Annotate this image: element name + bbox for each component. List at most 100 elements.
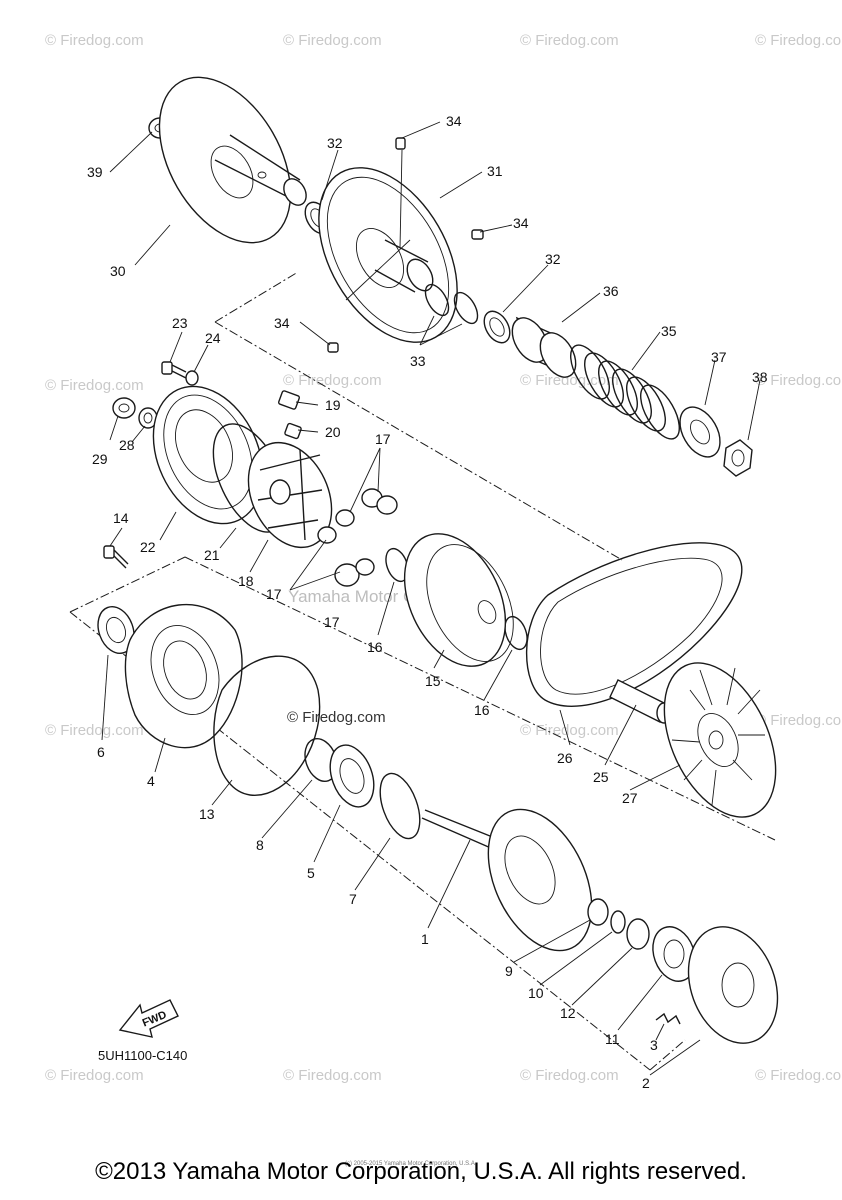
part-29-nut [112,397,136,419]
callout-32: 32 [327,135,343,151]
part-31-sheave [318,167,458,343]
callout-17: 17 [324,614,340,630]
part-2-housing [687,926,779,1044]
watermark: © Firedog.com [45,32,144,49]
callout-14: 14 [113,510,129,526]
callout-17: 17 [375,431,391,447]
part-4-housing [124,603,243,749]
part-35-spring [570,344,680,440]
callout-27: 27 [622,790,638,806]
callout-11: 11 [605,1031,620,1047]
callout-6: 6 [97,744,105,760]
callout-37: 37 [711,349,727,365]
callout-18: 18 [238,573,254,589]
part-9-bearing [587,898,609,926]
part-38-nut [723,439,753,477]
callout-34: 34 [513,215,529,231]
part-10-clip [610,910,626,934]
callout-38: 38 [752,369,768,385]
callout-16: 16 [367,639,383,655]
part-37-washer [679,406,721,458]
callout-17: 17 [266,586,282,602]
callout-12: 12 [560,1005,576,1021]
part-14-bolt [103,545,129,569]
part-36-collar [511,316,577,378]
part-32-washer [483,310,511,344]
watermark: © Firedog.com [755,712,842,729]
callout-7: 7 [349,891,357,907]
watermark: © Firedog.com [520,32,619,49]
watermark: © Firedog.com [45,722,144,739]
copyright-notice: ©2013 Yamaha Motor Corporation, U.S.A. A… [95,1158,747,1185]
callout-15: 15 [425,673,441,689]
callout-10: 10 [528,985,544,1001]
watermark: © Firedog.com [755,32,842,49]
watermark: © Firedog.com [520,1067,619,1084]
part-3-spring [655,1012,681,1025]
part-23-bolt [161,361,187,379]
fwd-arrow-icon: FWD [118,999,179,1038]
part-25-collar [609,679,672,724]
part-17-weights [317,488,398,587]
watermarks: © Firedog.com © Firedog.com © Firedog.co… [45,32,842,1084]
callout-31: 31 [487,163,503,179]
part-34-pins [327,137,484,353]
part-33-oring [424,283,450,317]
callout-22: 22 [140,539,156,555]
watermark: © Firedog.com [520,372,619,389]
callout-32: 32 [545,251,561,267]
part-5-bearing [329,744,375,808]
part-19-slider [278,390,300,410]
watermark: © Firedog.com [287,709,386,726]
callout-25: 25 [593,769,609,785]
part-26-belt [525,542,743,707]
callout-34: 34 [446,113,462,129]
watermark: © Firedog.com [283,1067,382,1084]
callout-24: 24 [205,330,221,346]
callout-1: 1 [421,931,429,947]
part-30-sheave [158,76,307,244]
callout-3: 3 [650,1037,658,1053]
watermark: © Firedog.com [520,722,619,739]
part-24-washer [185,370,199,386]
callout-35: 35 [661,323,677,339]
callout-16: 16 [474,702,490,718]
part-7-circlip [379,772,421,840]
callout-39: 39 [87,164,103,180]
part-18-cam [247,441,333,549]
part-27-fan [663,662,777,818]
diagram-code: 5UH1100-C140 [98,1048,188,1063]
watermark: © Firedog.com [755,372,842,389]
part-12-collar [626,918,650,950]
callout-2: 2 [642,1075,650,1091]
callout-36: 36 [603,283,619,299]
callout-21: 21 [204,547,220,563]
callout-28: 28 [119,437,135,453]
small-copyright: (c) 2005-2015 Yamaha Motor Corporation, … [345,1161,477,1167]
callout-9: 9 [505,963,513,979]
part-20-slider [284,422,302,440]
callout-29: 29 [92,451,108,467]
callouts: 1 2 3 4 5 6 7 8 9 10 11 12 13 14 15 16 1… [87,113,768,1091]
watermark: © Firedog.com [755,1067,842,1084]
callout-13: 13 [199,806,215,822]
callout-26: 26 [557,750,573,766]
watermark: © Firedog.com [45,377,144,394]
callout-30: 30 [110,263,126,279]
callout-33: 33 [410,353,426,369]
part-33-oring [453,291,479,325]
part-1-shaft [421,808,593,952]
part-6-seal [97,606,135,654]
callout-20: 20 [325,424,341,440]
watermark: © Firedog.com [283,32,382,49]
part-15-sheave [403,533,514,667]
callout-34: 34 [274,315,290,331]
callout-5: 5 [307,865,315,881]
callout-23: 23 [172,315,188,331]
callout-4: 4 [147,773,155,789]
callout-19: 19 [325,397,341,413]
callout-8: 8 [256,837,264,853]
watermark: © Firedog.com [45,1067,144,1084]
watermark: © Firedog.com [283,372,382,389]
